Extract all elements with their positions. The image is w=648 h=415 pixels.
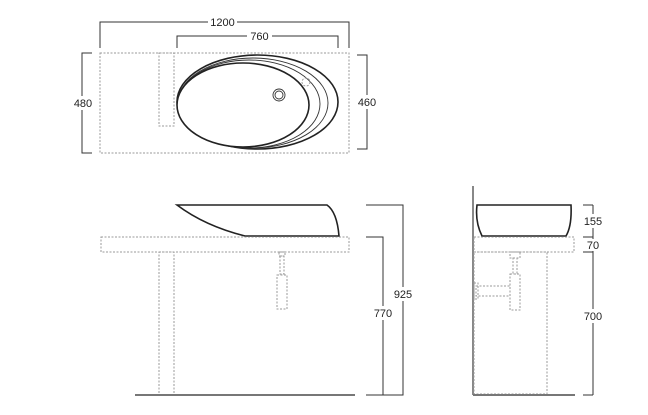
dim-label-width-overall: 1200 [210, 17, 234, 29]
dim-label-total-height: 925 [394, 289, 412, 301]
leg-front [158, 251, 175, 396]
side-view: 155 70 700 [472, 186, 606, 396]
leg-outline-top [158, 52, 175, 127]
dim-label-depth-overall: 480 [74, 98, 92, 110]
dim-label-basin-height: 155 [584, 216, 602, 228]
dim-460: 460 [356, 54, 378, 150]
dim-925: 925 [366, 204, 415, 396]
countertop-outline [99, 52, 350, 154]
basin-top [176, 54, 339, 150]
countertop-side [473, 236, 575, 253]
basin-side [475, 204, 572, 237]
dim-label-counter-thickness: 70 [587, 240, 599, 252]
overflow-hole [301, 77, 311, 87]
cabinet-side [473, 251, 548, 395]
dim-770: 770 [366, 236, 395, 396]
dim-label-cabinet-height: 700 [584, 311, 602, 323]
top-view: 1200 760 480 460 [72, 15, 378, 154]
countertop-front [100, 236, 350, 253]
drain-icon [272, 88, 286, 102]
trap-front [276, 251, 288, 310]
trap-side [473, 251, 521, 311]
dim-label-width-basin: 760 [250, 31, 268, 43]
basin-front [174, 204, 340, 237]
dim-760: 760 [176, 29, 339, 48]
dim-480: 480 [72, 52, 94, 154]
front-view: 770 925 [100, 204, 415, 396]
dim-1200: 1200 [99, 15, 350, 48]
dim-side: 155 70 700 [581, 204, 606, 396]
dim-label-counter-height: 770 [374, 308, 392, 320]
dim-label-depth-basin: 460 [358, 97, 376, 109]
